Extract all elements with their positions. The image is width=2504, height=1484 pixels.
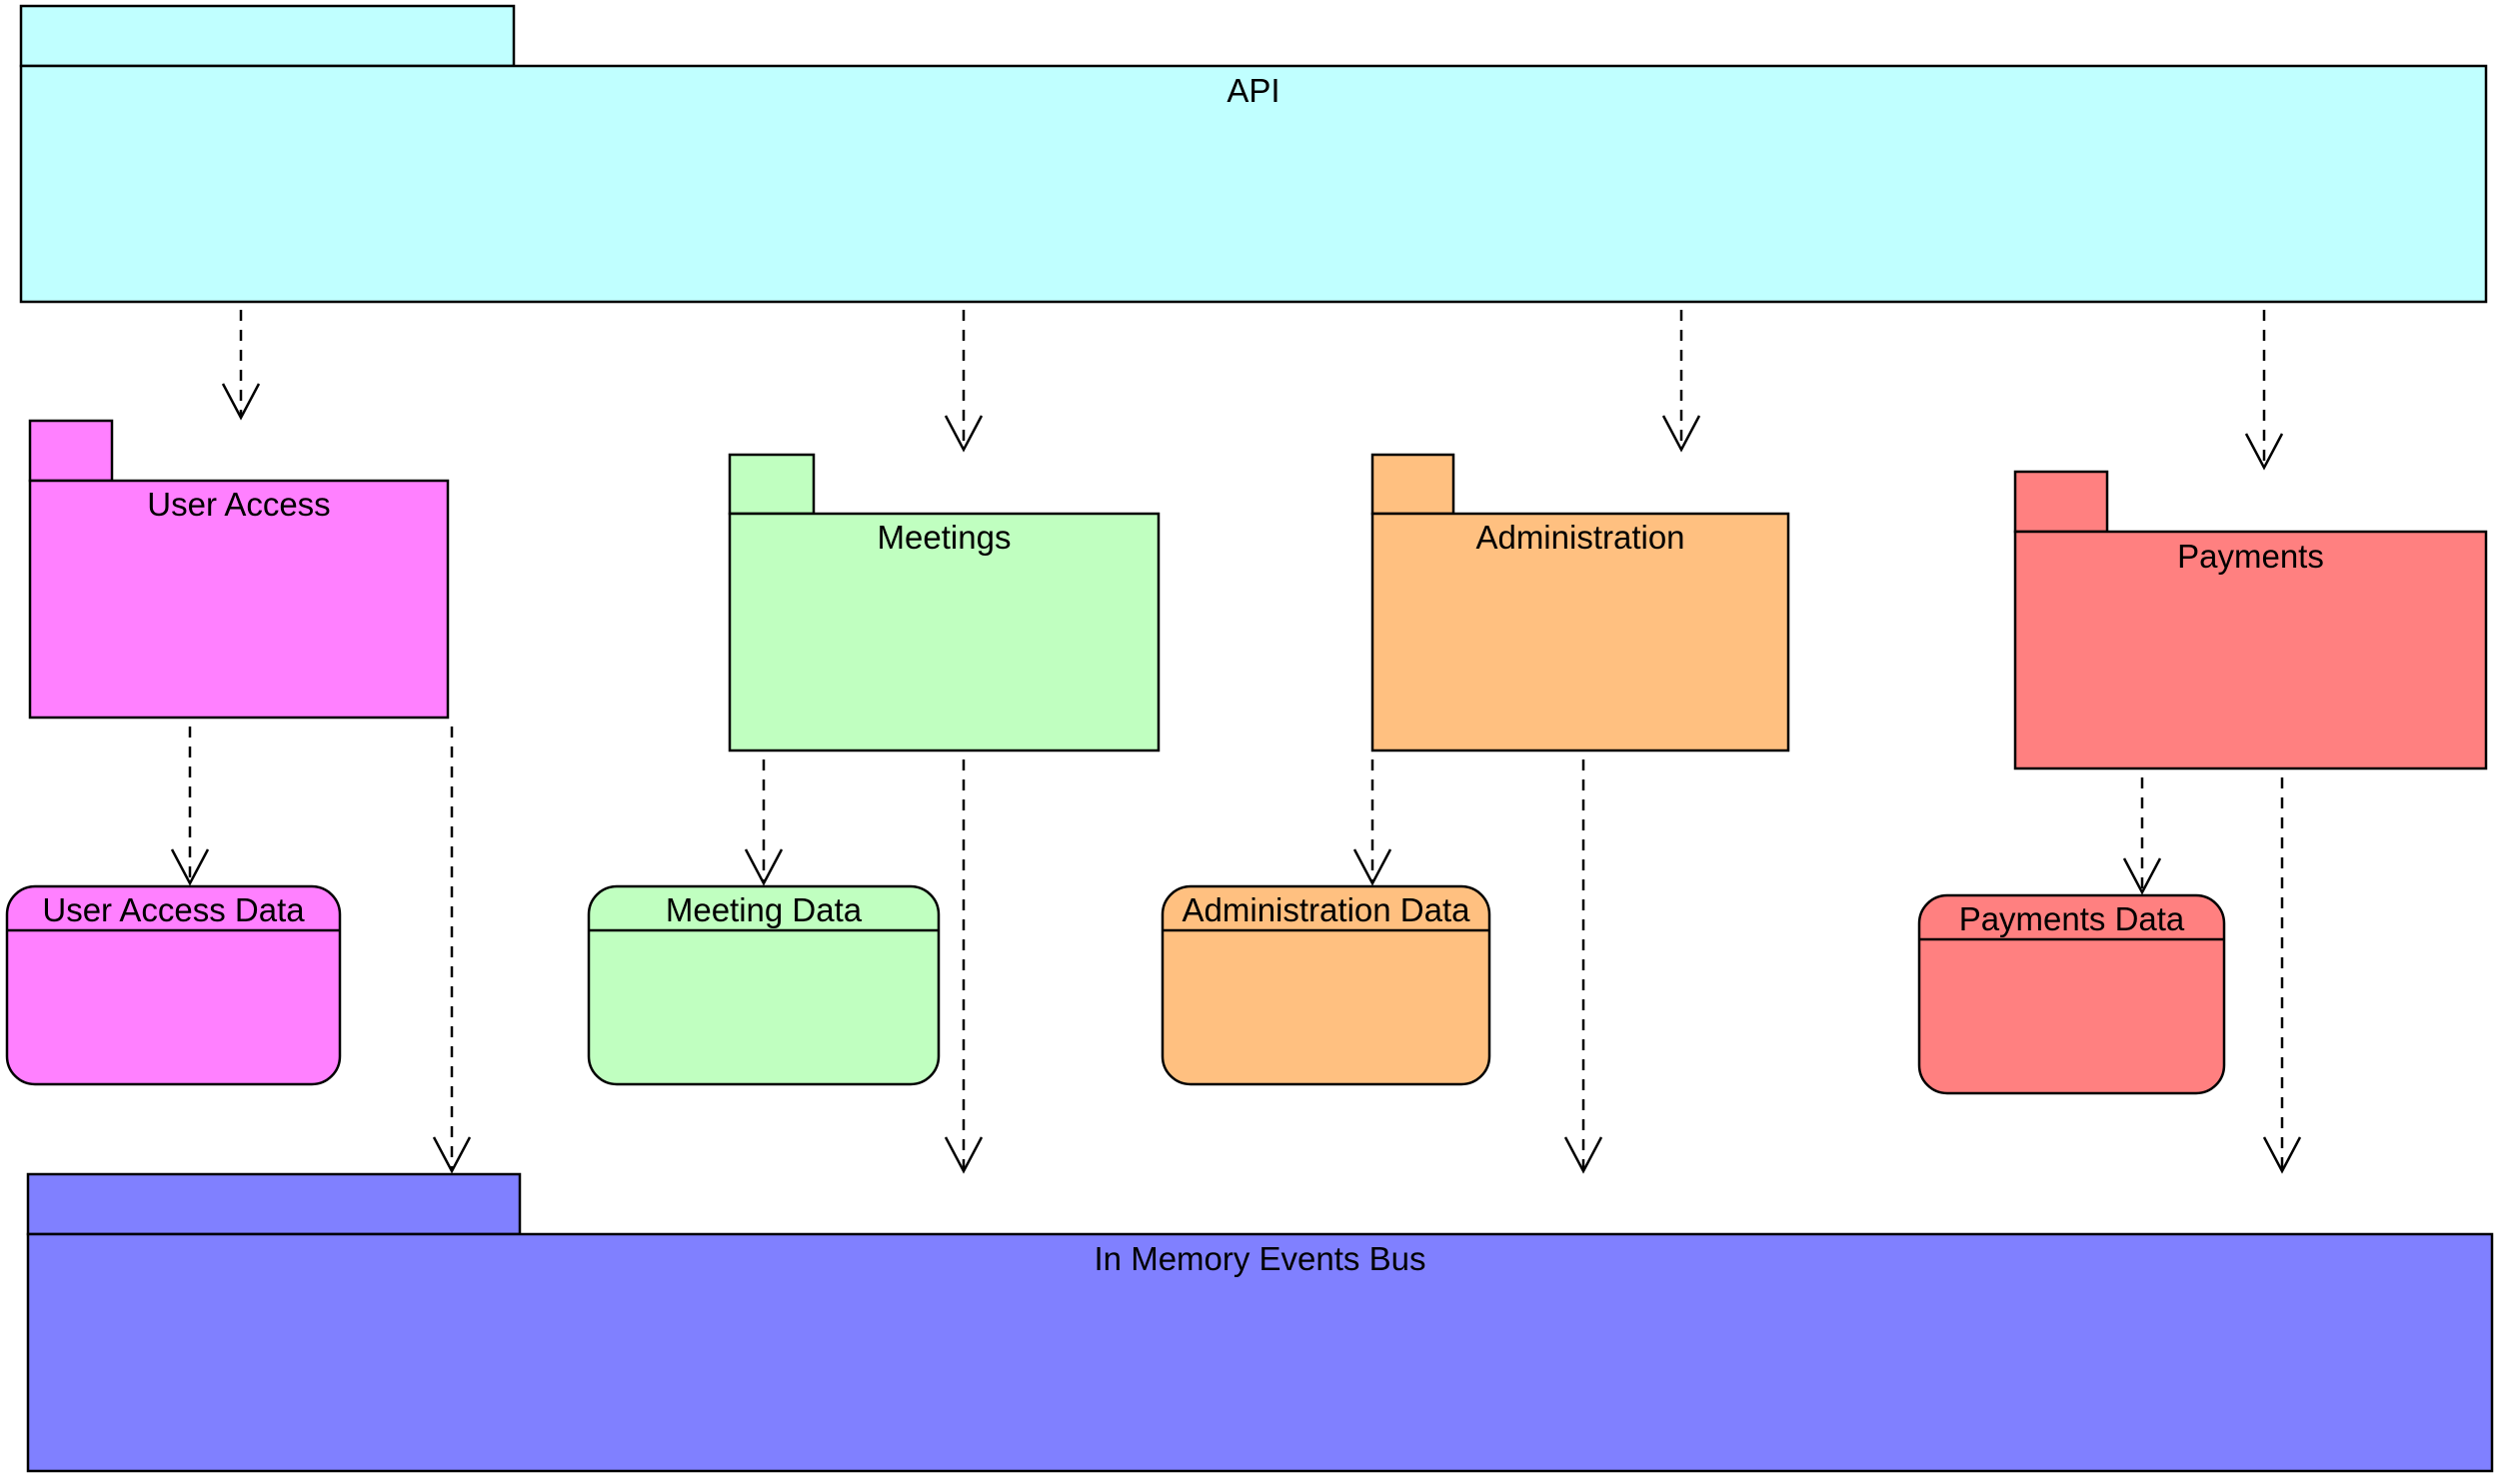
dependency-arrowhead <box>170 848 210 886</box>
package-tab <box>19 4 516 68</box>
package-label: Meetings <box>878 519 1012 556</box>
package-label: Administration <box>1475 519 1684 556</box>
package-body <box>28 479 450 720</box>
package-administration[interactable]: Administration <box>1370 453 1790 752</box>
dependency-api-to-administration <box>1661 310 1701 453</box>
package-events-bus[interactable]: In Memory Events Bus <box>26 1172 2494 1473</box>
package-label: Payments <box>2177 538 2324 575</box>
dependency-arrowhead <box>744 848 784 886</box>
package-body <box>2013 530 2488 770</box>
database-label: Administration Data <box>1183 891 1471 928</box>
package-tab <box>26 1172 522 1236</box>
package-meetings[interactable]: Meetings <box>728 453 1161 752</box>
package-body <box>19 64 2488 304</box>
dependency-api-to-user-access <box>221 310 261 421</box>
dependency-arrowhead <box>2122 857 2162 895</box>
dependency-arrowhead <box>1661 415 1701 453</box>
dependency-meetings-to-events-bus <box>944 759 984 1174</box>
dependency-payments-to-payments-data <box>2122 777 2162 895</box>
dependency-arrowhead <box>432 1136 472 1174</box>
database-meeting-data[interactable]: Meeting Data <box>587 884 941 1086</box>
database-administration-data[interactable]: Administration Data <box>1161 884 1491 1086</box>
dependency-administration-to-administration-data <box>1352 759 1392 886</box>
dependency-user-access-to-user-access-data <box>170 727 210 886</box>
package-body <box>26 1232 2494 1473</box>
database-label: Meeting Data <box>666 891 863 928</box>
dependency-arrowhead <box>2244 433 2284 471</box>
package-api[interactable]: API <box>19 4 2488 304</box>
package-label: In Memory Events Bus <box>1095 1240 1426 1277</box>
dependency-arrowhead <box>1563 1136 1603 1174</box>
dependency-api-to-payments <box>2244 310 2284 471</box>
dependency-arrowhead <box>944 415 984 453</box>
dependencies-layer <box>170 310 2302 1174</box>
database-label: User Access Data <box>42 891 305 928</box>
dependency-user-access-to-events-bus <box>432 727 472 1174</box>
package-tab <box>728 453 816 516</box>
package-body <box>1370 512 1790 752</box>
database-payments-data[interactable]: Payments Data <box>1917 893 2226 1095</box>
database-box <box>1917 893 2226 1095</box>
database-box <box>1161 884 1491 1086</box>
package-tab <box>28 419 114 483</box>
dependency-meetings-to-meeting-data <box>744 759 784 886</box>
dependency-arrowhead <box>944 1136 984 1174</box>
package-tab <box>1370 453 1455 516</box>
database-user-access-data[interactable]: User Access Data <box>5 884 342 1086</box>
database-box <box>587 884 941 1086</box>
package-tab <box>2013 470 2109 534</box>
database-box <box>5 884 342 1086</box>
package-label: User Access <box>147 486 330 523</box>
package-payments[interactable]: Payments <box>2013 470 2488 770</box>
dependency-arrowhead <box>221 383 261 421</box>
package-user-access[interactable]: User Access <box>28 419 450 720</box>
package-label: API <box>1227 72 1279 109</box>
database-label: Payments Data <box>1959 900 2185 937</box>
dependency-arrowhead <box>1352 848 1392 886</box>
dependency-arrowhead <box>2262 1136 2302 1174</box>
dependency-payments-to-events-bus <box>2262 777 2302 1174</box>
dependency-administration-to-events-bus <box>1563 759 1603 1174</box>
dependency-api-to-meetings <box>944 310 984 453</box>
package-body <box>728 512 1161 752</box>
